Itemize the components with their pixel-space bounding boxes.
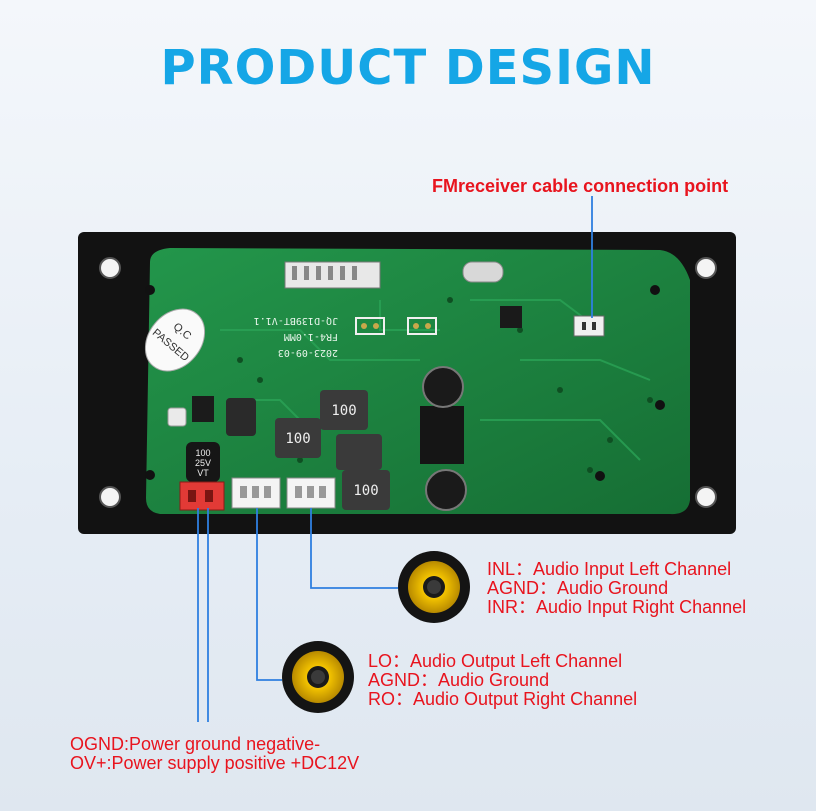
svg-text:100: 100 [353, 483, 378, 499]
power-pin-legend: OGND:Power ground negative- OV+:Power su… [70, 735, 359, 773]
svg-text:25V: 25V [195, 458, 211, 468]
fm-connector [573, 315, 605, 337]
electrolytic-capacitor [425, 469, 467, 511]
svg-text:100: 100 [285, 431, 310, 447]
pin-label-inl: INL：Audio Input Left Channel [487, 559, 732, 579]
crystal-oscillator [462, 261, 504, 283]
speaker-icon [398, 551, 470, 623]
mounting-hole [99, 486, 121, 508]
amplifier-ic [420, 406, 464, 464]
pin-label-lo: LO：Audio Output Left Channel [368, 651, 623, 671]
inductor [336, 434, 382, 470]
silkscreen-thickness: FR4-1.0MM [284, 331, 338, 342]
pin-label-ov: OV+:Power supply positive +DC12V [70, 753, 360, 773]
svg-text:100: 100 [331, 403, 356, 419]
pin-label-inr: INR：Audio Input Right Channel [487, 597, 747, 617]
pin-label-ro: RO：Audio Output Right Channel [368, 689, 638, 709]
silkscreen-model: JQ-D139BT-V1.1 [254, 315, 338, 326]
silkscreen-date: 2023-09-03 [278, 347, 338, 358]
pin-label-agnd: AGND：Audio Ground [368, 670, 550, 690]
inductor: 100 [342, 470, 390, 510]
inductor: 100 [320, 390, 368, 430]
mounting-hole [695, 486, 717, 508]
inductor: 100 [275, 418, 321, 458]
leader-lines [197, 196, 593, 722]
pcb-board [146, 248, 690, 515]
power-capacitor: 100 25V VT [186, 442, 220, 482]
mounting-hole [695, 257, 717, 279]
mounting-hole [99, 257, 121, 279]
speaker-icon [282, 641, 354, 713]
fm-receiver-callout: FMreceiver cable connection point [432, 176, 729, 196]
page-title: PRODUCT DESIGN [160, 40, 656, 96]
output-pin-legend: LO：Audio Output Left Channel AGND：Audio … [368, 652, 637, 709]
power-connector [179, 481, 225, 511]
electrolytic-capacitor [422, 366, 464, 408]
input-pin-legend: INL：Audio Input Left Channel AGND：Audio … [487, 560, 746, 617]
pin-label-agnd: AGND：Audio Ground [487, 578, 669, 598]
pin-label-ognd: OGND:Power ground negative- [70, 734, 321, 754]
bt-chip [500, 306, 522, 328]
svg-text:100: 100 [195, 448, 210, 458]
qc-sticker: Q.C PASSED [144, 308, 206, 372]
svg-text:VT: VT [197, 468, 209, 478]
